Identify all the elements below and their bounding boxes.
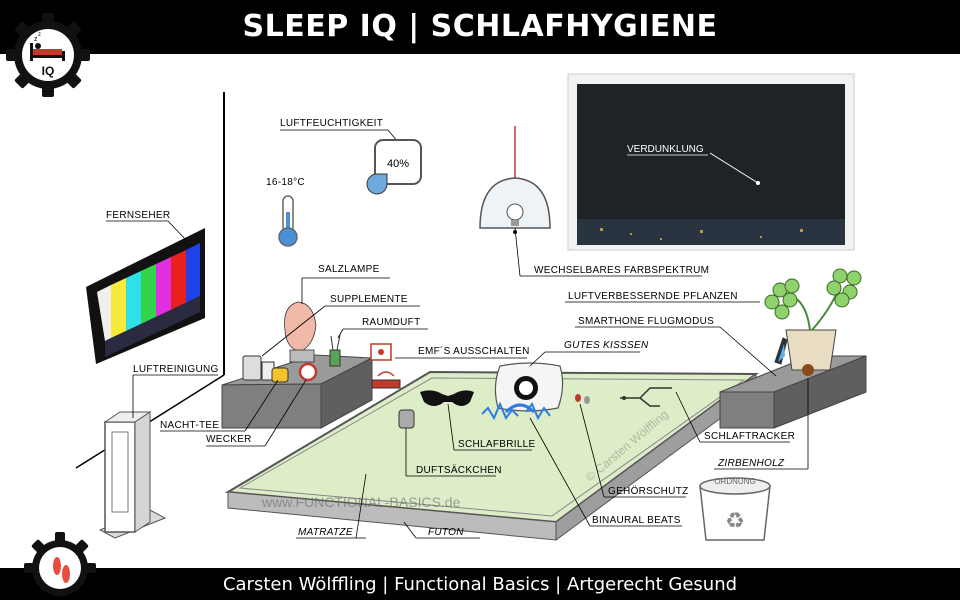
schlaftracker-label: SCHLAFTRACKER [704, 431, 795, 442]
plant-icon [764, 268, 862, 320]
headphones-icon [504, 403, 536, 414]
raumduft-label: RAUMDUFT [362, 317, 421, 328]
fernseher-label: FERNSEHER [106, 210, 170, 221]
earplugs: GEHÖRSCHUTZ [575, 394, 689, 498]
flugmodus-label: SMARTHONE FLUGMODUS [578, 316, 714, 327]
verdunklung-label: VERDUNKLUNG [627, 144, 704, 155]
sleep-tracker-icon [620, 387, 672, 407]
farbspektrum-label: WECHSELBARES FARBSPEKTRUM [534, 265, 709, 276]
light-bulb-icon [506, 203, 524, 221]
recycle-icon: ♻ [725, 509, 745, 534]
diffuser-icon [329, 349, 341, 367]
recycle-bin: ORDNUNG ♻ [699, 477, 771, 541]
footprint-icon [53, 557, 61, 575]
pillow: GUTES KISSSEN [494, 340, 649, 412]
supplemente-label: SUPPLEMENTE [330, 294, 408, 305]
temperature-label: 16-18°C [266, 177, 305, 188]
tea-cup-icon [271, 367, 289, 383]
pine-wood-icon [802, 364, 814, 376]
scent-bag-icon [398, 409, 415, 429]
wecker-label: WECKER [206, 434, 252, 445]
left-nightstand [221, 301, 374, 429]
gehoerschutz-label: GEHÖRSCHUTZ [608, 485, 689, 497]
ceiling-lamp: WECHSELBARES FARBSPEKTRUM [479, 126, 709, 277]
sleep-tracker: SCHLAFTRACKER [620, 387, 795, 443]
website-watermark: www.FUNCTIONAL-BASICS.de [261, 494, 461, 510]
salzlampe-label: SALZLAMPE [318, 264, 380, 275]
water-drop-icon [366, 173, 388, 195]
sleep-mask-icon [420, 390, 474, 406]
television: FERNSEHER [86, 210, 205, 364]
binaural-label: BINAURAL BEATS [592, 515, 681, 526]
sleep-iq-logo: z z IQ [6, 13, 90, 97]
right-nightstand [719, 268, 867, 429]
thermometer: 16-18°C [266, 177, 305, 247]
page-title: SLEEP IQ | SCHLAFHYGIENE [242, 9, 718, 44]
pflanzen-label: LUFTVERBESSERNDE PFLANZEN [568, 291, 738, 302]
ordnung-label: ORDNUNG [714, 477, 755, 486]
air-purifier: LUFTREINIGUNG [98, 364, 219, 539]
luftreinigung-label: LUFTREINIGUNG [133, 364, 219, 375]
bed-icon [30, 43, 65, 61]
svg-text:z: z [34, 36, 38, 43]
svg-text:z: z [38, 32, 41, 38]
scent-bag: DUFTSÄCKCHEN [398, 409, 502, 477]
footer-text: Carsten Wölffling | Functional Basics | … [222, 574, 738, 595]
kissen-label: GUTES KISSSEN [564, 340, 649, 351]
router: EMF´S AUSSCHALTEN [370, 343, 530, 389]
sound-wave-icon [481, 401, 519, 421]
schlafbrille-label: SCHLAFBRILLE [458, 439, 536, 450]
logo-badge-text: IQ [42, 64, 55, 78]
header-bar [0, 0, 960, 54]
supplement-jar-icon [242, 355, 262, 381]
luftfeuchtigkeit-label: LUFTFEUCHTIGKEIT [280, 118, 383, 129]
salt-lamp-icon [284, 301, 317, 353]
zirbenholz-label: ZIRBENHOLZ [717, 458, 785, 469]
thermometer-icon [278, 227, 298, 247]
nachttee-label: NACHT-TEE [160, 420, 219, 431]
earplug-icon [575, 394, 581, 402]
humidity-value: 40% [387, 158, 409, 170]
sleep-mask: SCHLAFBRILLE [420, 390, 536, 451]
mattress: www.FUNCTIONAL-BASICS.de © Carsten Wölff… [224, 370, 760, 541]
footprint-logo [24, 532, 96, 596]
duftsaeckchen-label: DUFTSÄCKCHEN [416, 464, 502, 476]
alarm-clock-icon [298, 362, 318, 382]
humidity-meter: LUFTFEUCHTIGKEIT 40% [280, 118, 422, 195]
footer-bar [0, 568, 960, 600]
matratze-label: MATRATZE [298, 527, 353, 538]
smartphone-icon [774, 337, 788, 365]
window: VERDUNKLUNG [567, 73, 855, 251]
futon-label: FUTON [428, 527, 464, 538]
binaural-beats: BINAURAL BEATS [481, 401, 682, 527]
emf-label: EMF´S AUSSCHALTEN [418, 345, 530, 357]
